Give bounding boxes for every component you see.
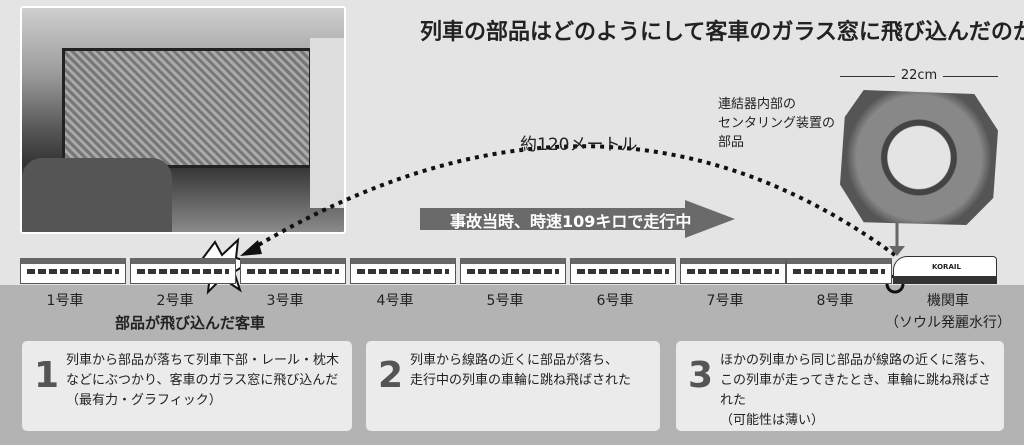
centering-device-part-image [840,90,998,225]
car-7 [680,258,786,284]
car-label: 1号車 [46,293,84,309]
car-label: 機関車 [927,293,969,309]
speed-label: 事故当時、時速109キロで走行中 [450,212,692,231]
car-2 [130,258,236,284]
korail-logo: KORAIL [932,263,961,271]
car-label: 4号車 [376,293,414,309]
car-1 [20,258,126,284]
locomotive: KORAIL [893,256,997,284]
car-label: 3号車 [266,293,304,309]
distance-label: 約120メートル [520,135,638,155]
car-6 [570,258,676,284]
scenario-3: 3 ほかの列車から同じ部品が線路の近くに落ち、この列車が走ってきたとき、車輪に跳… [676,341,1004,431]
scenario-number: 1 [34,355,60,396]
car-label: 6号車 [596,293,634,309]
car-label: 8号車 [816,293,854,309]
car-8 [786,258,892,284]
hit-car-label: 部品が飛び込んだ客車 [115,314,266,332]
car-4 [350,258,456,284]
car-3 [240,258,346,284]
dimension-marker: 22cm [840,68,998,83]
car-label: 5号車 [486,293,524,309]
page-title: 列車の部品はどのようにして客車のガラス窓に飛び込んだのか [420,20,1024,45]
scenario-number: 2 [378,355,404,396]
car-5 [460,258,566,284]
locomotive-destination: （ソウル発麗水行） [885,315,1011,331]
down-arrow-icon [889,246,905,256]
part-size: 22cm [894,68,944,83]
part-label: 連結器内部のセンタリング装置の部品 [718,97,836,150]
scenario-1: 1 列車から部品が落ちて列車下部・レール・枕木などにぶつかり、客車のガラス窓に飛… [22,341,352,431]
scenario-number: 3 [688,355,714,396]
broken-window-photo [20,6,346,234]
scenario-2: 2 列車から線路の近くに部品が落ち、走行中の列車の車輪に跳ね飛ばされた [366,341,660,431]
speed-arrow: 事故当時、時速109キロで走行中 [420,200,735,238]
car-label: 2号車 [156,293,194,309]
car-label: 7号車 [706,293,744,309]
